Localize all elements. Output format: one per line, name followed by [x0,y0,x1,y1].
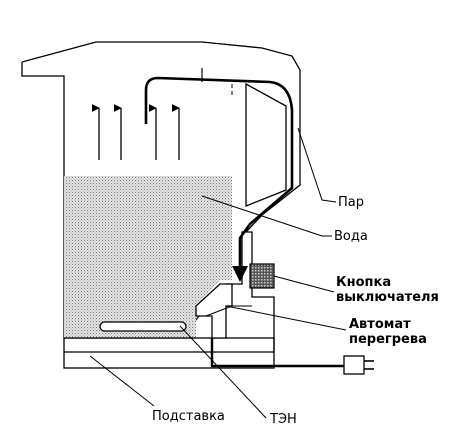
heating-element-shape [99,321,187,332]
protector-bracket [205,305,252,317]
water [64,176,232,338]
plug-body [343,355,365,375]
kettle-base [63,337,275,369]
switch-button-shape [249,263,275,289]
kettle-lid [21,41,301,233]
power-cord [210,338,344,368]
label-water: Вода [334,229,368,244]
label-heating-element: ТЭН [270,412,297,427]
kettle-handle-window [245,82,287,207]
label-overheat-protector: Автомат перегрева [349,317,427,347]
lid-edge [208,79,233,96]
steam-arrows [91,104,180,160]
overheat-protector-shape [195,283,233,339]
leader-lines [89,127,347,419]
label-base: Подставка [152,409,225,424]
kettle-body [21,62,275,352]
label-switch-button: Кнопка выключателя [336,275,439,305]
steam-path-arrowhead [232,266,248,282]
label-steam: Пар [338,195,364,210]
steam-path [144,76,294,266]
